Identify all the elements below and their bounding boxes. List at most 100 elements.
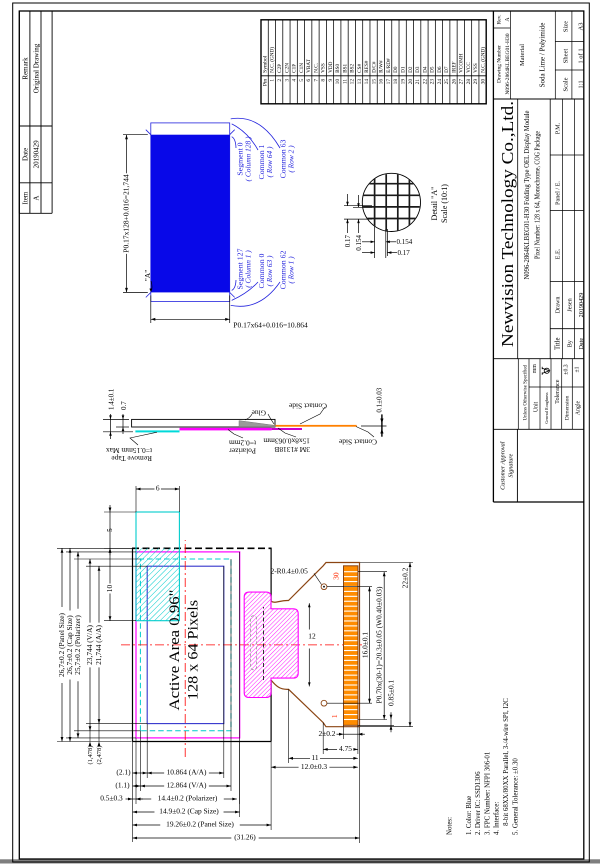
svg-text:15x8x0.063mm: 15x8x0.063mm (263, 437, 310, 446)
svg-text:Date: Date (21, 148, 29, 161)
svg-text:D1: D1 (400, 66, 406, 73)
svg-text:3. FPC Number: NFPI 306-01: 3. FPC Number: NFPI 306-01 (484, 751, 491, 835)
svg-text:Symbol: Symbol (262, 55, 268, 73)
svg-text:6: 6 (306, 79, 312, 82)
svg-text:16: 16 (379, 79, 385, 85)
svg-text:Drawing Number: Drawing Number (497, 45, 503, 83)
svg-text:N.C. (GND): N.C. (GND) (479, 47, 486, 73)
svg-text:5: 5 (299, 79, 305, 82)
svg-text:10: 10 (105, 585, 114, 593)
svg-text:N096-2864KLBEG01-H30 Folding T: N096-2864KLBEG01-H30 Folding Type OEL Di… (522, 110, 531, 280)
svg-text:Scale: Scale (563, 77, 570, 91)
svg-text:8: 8 (321, 79, 327, 82)
svg-text:19.26±0.2 (Panel Size): 19.26±0.2 (Panel Size) (166, 820, 234, 829)
svg-text:D6: D6 (437, 66, 443, 73)
svg-text:Title: Title (555, 337, 562, 350)
svg-text:Date: Date (578, 338, 585, 350)
svg-text:2±0.2: 2±0.2 (319, 729, 336, 738)
svg-text:19: 19 (400, 79, 406, 85)
svg-text:Unit: Unit (534, 401, 540, 412)
svg-text:26: 26 (451, 79, 457, 85)
svg-text:±1: ±1 (574, 366, 580, 372)
svg-text:BS0: BS0 (335, 63, 341, 72)
svg-text:14.9±0.2 (Cap Size): 14.9±0.2 (Cap Size) (159, 807, 219, 816)
svg-text:Polarizer: Polarizer (229, 447, 256, 456)
svg-text:Unless Otherwise Specified: Unless Otherwise Specified (523, 364, 528, 420)
svg-text:9: 9 (328, 79, 334, 82)
svg-text:29: 29 (473, 79, 479, 85)
svg-text:2-R0.4±0.05: 2-R0.4±0.05 (271, 566, 309, 575)
svg-text:128 x 64 Pixels: 128 x 64 Pixels (185, 600, 202, 700)
svg-text:P.M.: P.M. (555, 122, 562, 134)
svg-text:0.154: 0.154 (397, 238, 413, 246)
svg-text:D2: D2 (408, 66, 414, 73)
svg-text:Item: Item (21, 191, 29, 204)
svg-text:Angle: Angle (576, 400, 582, 415)
svg-text:Detail "A": Detail "A" (430, 187, 439, 221)
svg-text:Drawn: Drawn (555, 297, 562, 314)
svg-text:12.864 (V/A): 12.864 (V/A) (167, 781, 207, 790)
svg-text:7: 7 (313, 79, 319, 82)
svg-text:14: 14 (364, 79, 370, 85)
svg-text:12: 12 (350, 79, 356, 85)
svg-text:6: 6 (156, 484, 160, 493)
svg-text:CS#: CS# (357, 63, 363, 72)
svg-text:BS1: BS1 (342, 63, 348, 72)
svg-text:0.85±0.1: 0.85±0.1 (387, 679, 396, 706)
svg-text:16.0±0.1: 16.0±0.1 (360, 632, 369, 659)
svg-text:( Column 128 ): ( Column 128 ) (244, 136, 253, 181)
svg-text:(2.1): (2.1) (116, 768, 131, 777)
svg-text:P0.70x(30-1)=20.3±0.05 (W0.40±: P0.70x(30-1)=20.3±0.05 (W0.40±0.03) (375, 586, 384, 704)
svg-text:D3: D3 (415, 66, 421, 73)
svg-text:Jesen: Jesen (566, 298, 573, 311)
svg-text:17: 17 (386, 79, 392, 85)
svg-text:VSS: VSS (473, 63, 479, 73)
svg-text:E/RD#: E/RD# (386, 58, 392, 73)
svg-text:20190429: 20190429 (578, 293, 585, 318)
svg-text:(2,478): (2,478) (96, 746, 103, 765)
svg-text:2: 2 (277, 79, 283, 82)
svg-text:18: 18 (393, 79, 399, 85)
svg-text:Size: Size (563, 21, 570, 32)
svg-text:D/C#: D/C# (371, 61, 377, 73)
svg-text:Sheet: Sheet (563, 49, 570, 64)
svg-text:Tolerance: Tolerance (554, 379, 561, 404)
svg-text:VBAT: VBAT (306, 58, 312, 72)
svg-text:N.C. (GND): N.C. (GND) (269, 47, 276, 73)
svg-text:(1.1): (1.1) (115, 781, 130, 790)
svg-text:"A": "A" (143, 270, 152, 282)
svg-text:Common 63: Common 63 (279, 140, 288, 179)
svg-text:1.4±0.1: 1.4±0.1 (108, 388, 116, 410)
svg-text:0.7: 0.7 (120, 401, 128, 410)
svg-text:IREF: IREF (451, 61, 457, 72)
svg-text:( Row 63 ): ( Row 63 ) (265, 255, 274, 287)
svg-text:D5: D5 (430, 66, 436, 73)
svg-text:Signature: Signature (508, 454, 515, 478)
svg-text:5: 5 (107, 528, 114, 532)
svg-text:20: 20 (408, 79, 414, 85)
svg-text:Active Area 0.96": Active Area 0.96" (166, 590, 183, 711)
svg-text:0.1±0.03: 0.1±0.03 (376, 387, 384, 412)
svg-text:Segment 127: Segment 127 (236, 248, 245, 289)
svg-text:21: 21 (415, 79, 421, 85)
svg-text:23: 23 (430, 79, 436, 85)
svg-text:R/W#: R/W# (379, 60, 385, 73)
svg-text:22: 22 (422, 79, 428, 85)
svg-text:Soda Lime / Polyimide: Soda Lime / Polyimide (539, 23, 547, 88)
svg-text:1:1: 1:1 (578, 80, 585, 88)
svg-text:N096-2864KLBEG01-H30: N096-2864KLBEG01-H30 (505, 33, 511, 94)
svg-text:Remove Tape: Remove Tape (111, 454, 152, 463)
svg-text:0.17: 0.17 (344, 235, 352, 248)
svg-text:BS2: BS2 (350, 63, 356, 72)
svg-text:A: A (505, 17, 511, 22)
svg-text:12.0±0.3: 12.0±0.3 (301, 762, 328, 771)
svg-text:3M #1318B: 3M #1318B (274, 445, 310, 454)
svg-text:Common 1: Common 1 (257, 144, 266, 179)
svg-text:RES#: RES# (364, 60, 370, 73)
svg-text:1. Color: Blue: 1. Color: Blue (466, 796, 473, 835)
svg-text:1: 1 (270, 79, 276, 82)
svg-text:(31.26): (31.26) (234, 833, 256, 842)
svg-text:( Row 2 ): ( Row 2 ) (287, 145, 296, 173)
svg-text:( Row 1 ): ( Row 1 ) (287, 256, 296, 284)
svg-text:Common 62: Common 62 (279, 251, 288, 290)
